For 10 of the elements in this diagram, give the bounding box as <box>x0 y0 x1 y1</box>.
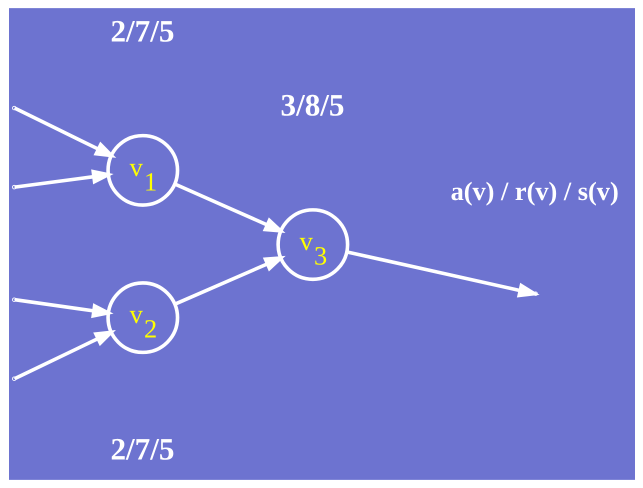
arrow <box>14 298 114 318</box>
node-label: 2/7/5 <box>110 431 174 466</box>
node-label: 3/8/5 <box>280 88 344 123</box>
arrow <box>13 330 116 380</box>
arrow <box>174 256 286 306</box>
label: a(v) / r(v) / s(v) <box>450 176 618 206</box>
arrow <box>14 169 114 189</box>
node-label: 2/7/5 <box>110 13 174 48</box>
arrow <box>13 106 116 158</box>
arrow <box>174 182 285 234</box>
